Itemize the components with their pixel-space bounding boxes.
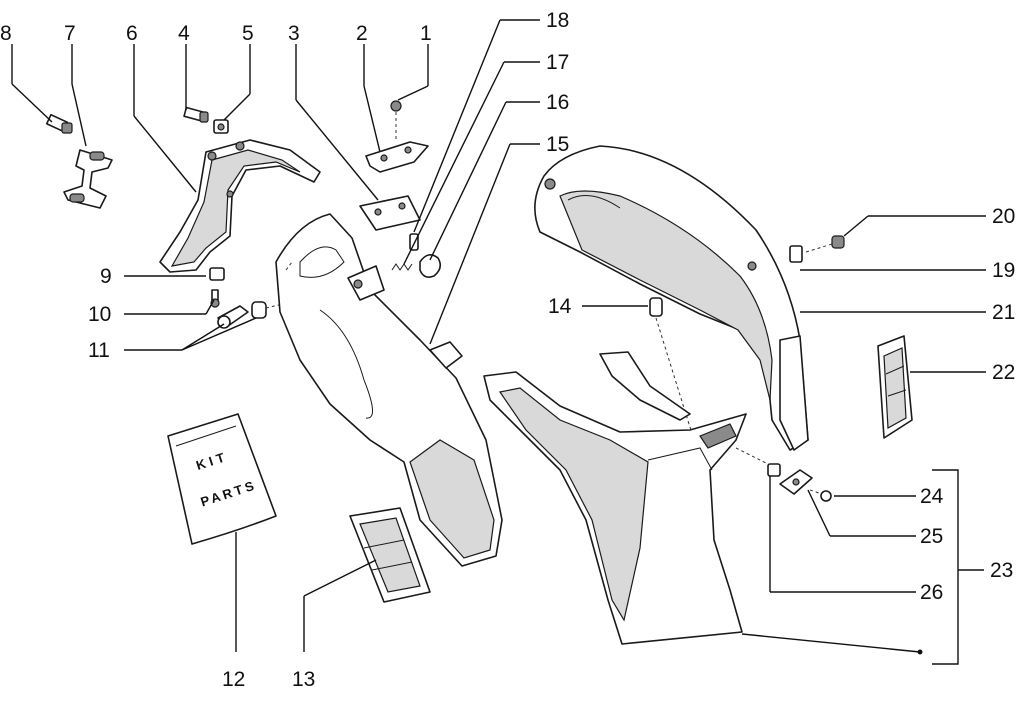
part-3-plate — [359, 195, 421, 231]
callout-3: 3 — [288, 22, 300, 45]
part-12-kit-bag: KIT PARTS — [167, 413, 277, 545]
callout-17: 17 — [546, 51, 569, 74]
callout-21: 21 — [992, 301, 1015, 324]
part-25-plate — [779, 469, 813, 495]
part-19-nut — [789, 245, 803, 263]
callout-25: 25 — [920, 525, 943, 548]
part-15-inner-shield — [275, 213, 503, 567]
parts-16-18-latch — [391, 233, 442, 278]
callout-6: 6 — [126, 22, 138, 45]
part-6-bracket — [159, 139, 321, 273]
callout-8: 8 — [0, 22, 12, 45]
callout-26: 26 — [920, 581, 943, 604]
part-5-nut — [213, 119, 229, 134]
callout-1: 1 — [420, 22, 432, 45]
part-4-screw — [183, 106, 209, 123]
callout-18: 18 — [546, 9, 569, 32]
callout-22: 22 — [992, 361, 1015, 384]
part-1-screw — [390, 100, 402, 140]
callout-5: 5 — [242, 22, 254, 45]
callout-23: 23 — [990, 559, 1013, 582]
callout-20: 20 — [992, 205, 1015, 228]
part-9-nut — [209, 267, 225, 281]
callout-15: 15 — [546, 133, 569, 156]
part-7-clip — [63, 149, 113, 209]
callout-2: 2 — [356, 22, 368, 45]
part-24-screw — [809, 489, 832, 502]
part-14-screw — [649, 297, 695, 441]
callout-7: 7 — [64, 22, 76, 45]
callout-24: 24 — [920, 485, 944, 508]
callout-4: 4 — [178, 22, 190, 45]
callout-9: 9 — [100, 265, 112, 288]
part-8-screw — [45, 113, 73, 134]
leader-lines — [11, 19, 986, 665]
part-2-bracket — [365, 141, 429, 173]
callout-13: 13 — [292, 668, 315, 691]
callout-19: 19 — [992, 259, 1015, 282]
part-22-reflector — [877, 335, 913, 439]
part-26-nut — [767, 463, 781, 477]
callout-14: 14 — [548, 295, 572, 318]
callout-labels: 8 7 6 4 5 3 2 1 18 17 16 15 9 10 11 14 2… — [0, 9, 1015, 691]
part-21-upper-shield — [534, 145, 809, 451]
callout-12: 12 — [222, 668, 245, 691]
part-13-reflector — [349, 507, 431, 603]
callout-10: 10 — [88, 303, 111, 326]
callout-11: 11 — [88, 339, 110, 362]
callout-16: 16 — [546, 91, 569, 114]
part-20-screw — [805, 235, 845, 253]
part-23-leg-shield — [483, 351, 777, 645]
